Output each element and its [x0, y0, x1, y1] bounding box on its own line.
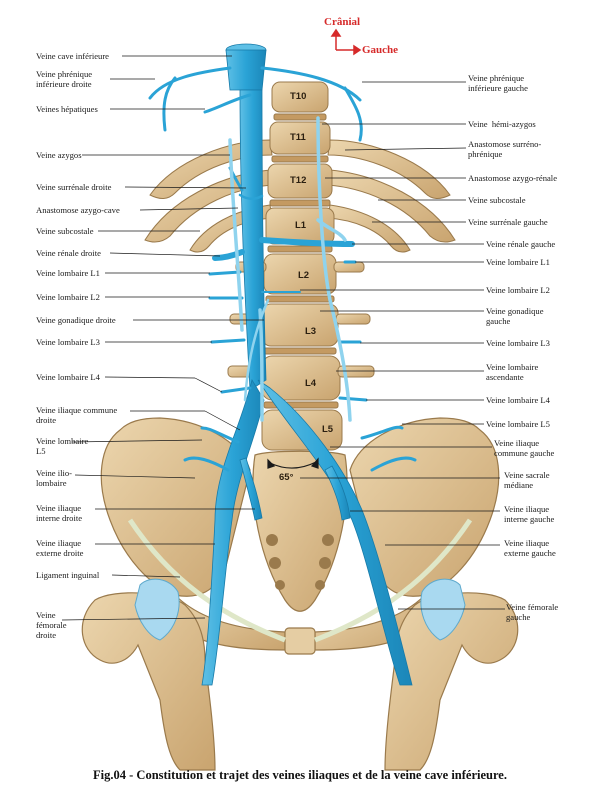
label-subcostal-right: Veine subcostale [36, 226, 94, 236]
vertebra-t12-label: T12 [290, 175, 307, 186]
label-azygo-renal: Anastomose azygo-rénale [468, 173, 558, 183]
label-internal-iliac-left: Veine iliaque interne gauche [504, 504, 555, 524]
label-lumbar-l3-left: Veine lombaire L3 [486, 338, 550, 348]
vertebra-l4-label: L4 [305, 378, 317, 389]
label-adreno-phrenic: Anastomose surréno- phrénique [468, 139, 542, 159]
label-phrenic-right: Veine phrénique inférieure droite [36, 69, 93, 89]
label-lumbar-l2-right: Veine lombaire L2 [36, 292, 100, 302]
label-lumbar-l4-right: Veine lombaire L4 [36, 372, 100, 382]
sacral-foramina [266, 534, 334, 590]
figure-caption: Fig.04 - Constitution et trajet des vein… [93, 768, 507, 782]
inguinal-ligaments [127, 518, 473, 643]
label-femoral-left: Veine fémorale gauche [506, 602, 559, 622]
label-adrenal-left: Veine surrénale gauche [468, 217, 548, 227]
label-femoral-right: Veine fémorale droite [36, 610, 67, 640]
label-internal-iliac-right: Veine iliaque interne droite [36, 503, 83, 523]
label-renal-left: Veine rénale gauche [486, 239, 556, 249]
label-external-iliac-left: Veine iliaque externe gauche [504, 538, 556, 558]
vertebra-l3-label: L3 [305, 326, 317, 337]
veins [201, 43, 413, 686]
vertebra-l5-label: L5 [322, 424, 334, 435]
label-lumbar-l4-left: Veine lombaire L4 [486, 395, 550, 405]
vertebra-l1-label: L1 [295, 220, 307, 231]
angle-label: 65° [279, 472, 294, 483]
label-azygo-caval: Anastomose azygo-cave [36, 205, 120, 215]
label-subcostal-left: Veine subcostale [468, 195, 526, 205]
label-inguinal-ligament: Ligament inguinal [36, 570, 100, 580]
label-lumbar-l3-right: Veine lombaire L3 [36, 337, 100, 347]
label-vci: Veine cave inférieure [36, 51, 110, 61]
label-lumbar-l1-right: Veine lombaire L1 [36, 268, 100, 278]
vertebra-t11-label: T11 [290, 132, 306, 143]
angle-arc [267, 457, 319, 469]
label-gonadal-right: Veine gonadique droite [36, 315, 116, 325]
label-lumbar-l2-left: Veine lombaire L2 [486, 285, 550, 295]
vertebra-t10-label: T10 [290, 91, 307, 102]
label-adrenal-right: Veine surrénale droite [36, 182, 112, 192]
leader-lines [61, 55, 505, 621]
acetabulum-cartilage [134, 578, 466, 641]
label-gonadal-left: Veine gonadique gauche [486, 306, 544, 326]
orientation-cranial: Crânial [324, 16, 361, 28]
label-lumbar-l1-left: Veine lombaire L1 [486, 257, 550, 267]
label-external-iliac-right: Veine iliaque externe droite [36, 538, 84, 558]
label-hemiazygos: Veine hémi-azygos [468, 119, 536, 129]
label-iliolumbar: Veine ilio- lombaire [36, 468, 73, 488]
label-ascending-lumbar: Veine lombaire ascendante [486, 362, 539, 382]
label-median-sacral: Veine sacrale médiane [504, 470, 550, 490]
label-azygos: Veine azygos [36, 150, 82, 160]
label-lumbar-l5-left: Veine lombaire L5 [486, 419, 550, 429]
label-lumbar-l5-right: Veine lombaire L5 [36, 436, 89, 456]
vertebra-l2-label: L2 [298, 270, 310, 281]
label-common-iliac-right: Veine iliaque commune droite [36, 405, 118, 425]
vertebral-column [227, 81, 375, 451]
azygos-system [228, 116, 352, 422]
label-renal-right: Veine rénale droite [36, 248, 101, 258]
label-common-iliac-left: Veine iliaque commune gauche [494, 438, 555, 458]
label-phrenic-left: Veine phrénique inférieure gauche [468, 73, 528, 93]
orientation-left: Gauche [362, 44, 399, 56]
label-hepatic: Veines hépatiques [36, 104, 98, 114]
orientation-arrows [330, 28, 362, 56]
tributary-veins [148, 66, 417, 472]
